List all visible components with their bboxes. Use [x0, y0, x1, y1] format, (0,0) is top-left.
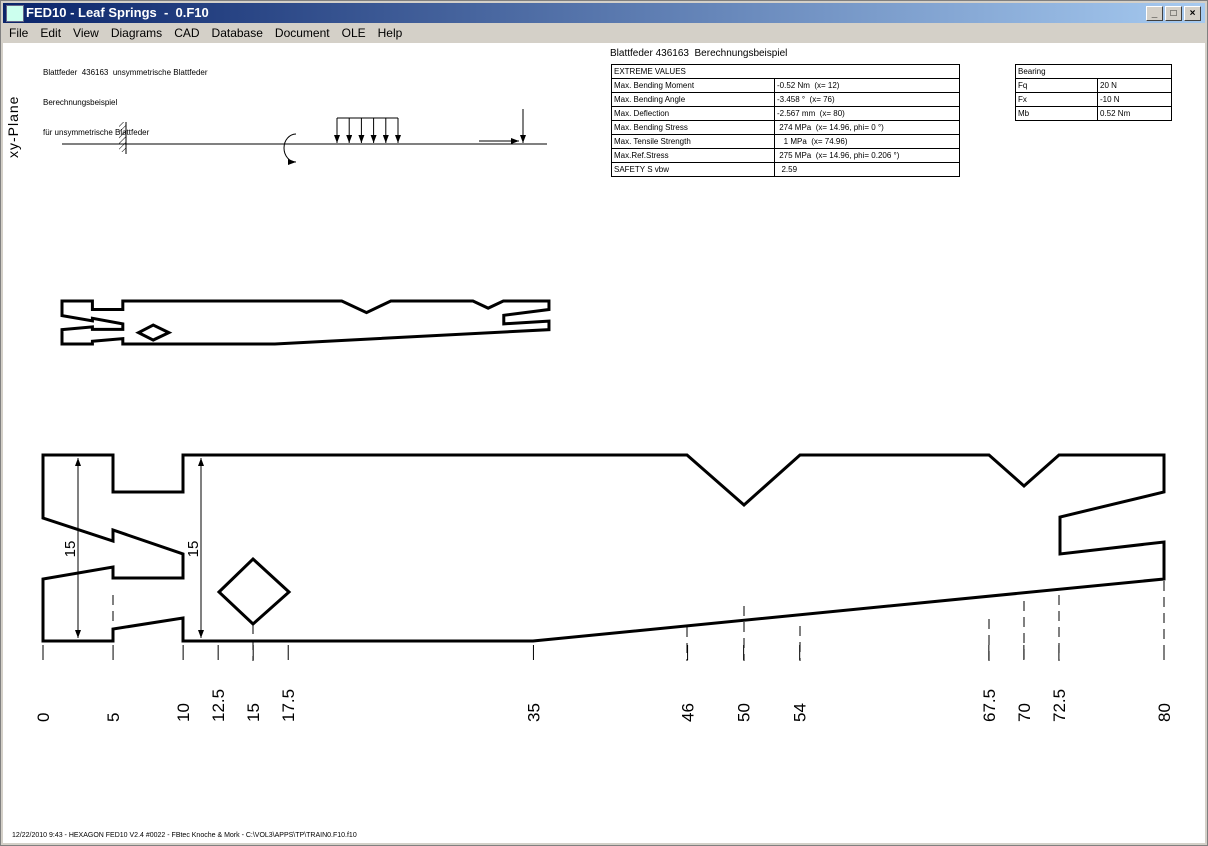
menu-ole[interactable]: OLE — [341, 26, 366, 40]
tick-label: 0 — [34, 713, 53, 722]
extreme-values-table: EXTREME VALUES Max. Bending Moment-0.52 … — [611, 64, 960, 177]
table-heading: Bearing — [1015, 64, 1172, 79]
dimension-label: 15 — [185, 541, 202, 558]
table-row: Max. Bending Angle-3.458 ° (x= 76) — [611, 92, 960, 107]
value-cell: 275 MPa (x= 14.96, phi= 0.206 °) — [774, 148, 960, 163]
moment-arrow-icon — [283, 133, 297, 165]
tick-label: 46 — [679, 703, 698, 722]
x-axis-ticks: 0 5 10 12.5 15 17.5 35 46 50 54 67.5 70 72.5 80 — [34, 645, 1174, 722]
value-cell: 2.59 — [774, 162, 960, 177]
window-title: FED10 - Leaf Springs - 0.F10 — [26, 5, 209, 20]
tick-label: 35 — [524, 703, 543, 722]
label-cell: Fx — [1015, 92, 1098, 107]
header-line: für unsymmetrische Blattfeder — [43, 128, 150, 137]
tick-label: 10 — [174, 703, 193, 722]
drawing-canvas[interactable]: 15 15 0 5 10 12.5 15 17.5 35 46 50 54 67.5 70 72.5 80… — [3, 43, 1205, 843]
spring-drawing: 15 15 0 5 10 12.5 15 17.5 35 46 50 54 67.5 70 72.5 80 — [34, 109, 1174, 722]
label-cell: SAFETY S vbw — [611, 162, 775, 177]
dimension-label: 15 — [62, 541, 79, 558]
load-diagram — [62, 109, 547, 165]
maximize-button[interactable]: □ — [1165, 6, 1182, 21]
table-row: SAFETY S vbw 2.59 — [611, 162, 960, 177]
tick-label: 70 — [1015, 703, 1034, 722]
footer-info: 12/22/2010 9:43 - HEXAGON FED10 V2.4 #00… — [12, 832, 357, 839]
label-cell: Max. Bending Moment — [611, 78, 775, 93]
results-title: Blattfeder 436163 Berechnungsbeispiel — [610, 48, 788, 59]
value-cell: -3.458 ° (x= 76) — [774, 92, 960, 107]
tick-label: 54 — [791, 703, 810, 722]
label-cell: Max. Tensile Strength — [611, 134, 775, 149]
table-row: Fx-10 N — [1015, 92, 1172, 107]
value-cell: -2.567 mm (x= 80) — [774, 106, 960, 121]
value-cell: 1 MPa (x= 74.96) — [774, 134, 960, 149]
tick-label: 17.5 — [279, 689, 298, 722]
tick-label: 80 — [1155, 703, 1174, 722]
table-row: Max.Ref.Stress 275 MPa (x= 14.96, phi= 0… — [611, 148, 960, 163]
fixed-support-icon — [119, 122, 126, 152]
minimize-button[interactable]: _ — [1146, 6, 1163, 21]
menu-edit[interactable]: Edit — [40, 26, 62, 40]
label-cell: Mb — [1015, 106, 1098, 121]
menu-document[interactable]: Document — [274, 26, 330, 40]
drawing-header: Blattfeder 436163 unsymmetrische Blattfe… — [43, 48, 208, 158]
menu-help[interactable]: Help — [377, 26, 403, 40]
label-cell: Max. Bending Stress — [611, 120, 775, 135]
plane-label: xy-Plane — [5, 95, 21, 158]
dimension-left: 15 — [62, 458, 81, 638]
menu-database[interactable]: Database — [211, 26, 263, 40]
table-row: Max. Deflection-2.567 mm (x= 80) — [611, 106, 960, 121]
menu-cad[interactable]: CAD — [174, 26, 200, 40]
distributed-load-icon — [334, 117, 401, 143]
label-cell: Max. Deflection — [611, 106, 775, 121]
table-heading: EXTREME VALUES — [611, 64, 960, 79]
menu-file[interactable]: File — [9, 26, 29, 40]
tick-label: 5 — [104, 713, 123, 722]
label-cell: Max. Bending Angle — [611, 92, 775, 107]
label-cell: Max.Ref.Stress — [611, 148, 775, 163]
value-cell: 274 MPa (x= 14.96, phi= 0 °) — [774, 120, 960, 135]
tick-label: 67.5 — [980, 689, 999, 722]
header-line: Berechnungsbeispiel — [43, 98, 118, 107]
value-cell: 20 N — [1097, 78, 1172, 93]
table-row: Max. Tensile Strength 1 MPa (x= 74.96) — [611, 134, 960, 149]
diamond-hole — [216, 556, 292, 627]
spring-outline-small — [62, 301, 549, 344]
menu-diagrams[interactable]: Diagrams — [110, 26, 163, 40]
app-icon — [6, 5, 24, 22]
tick-label: 15 — [244, 703, 263, 722]
dimension-right: 15 — [185, 458, 204, 638]
tick-label: 12.5 — [209, 689, 228, 722]
menu-bar: File Edit View Diagrams CAD Database Doc… — [3, 24, 1205, 42]
tick-label: 50 — [735, 703, 754, 722]
table-row: Max. Bending Moment-0.52 Nm (x= 12) — [611, 78, 960, 93]
value-cell: 0.52 Nm — [1097, 106, 1172, 121]
tick-label: 72.5 — [1050, 689, 1069, 722]
value-cell: -10 N — [1097, 92, 1172, 107]
spring-outline-large — [41, 453, 1166, 643]
title-bar: FED10 - Leaf Springs - 0.F10 _ □ × — [3, 3, 1205, 23]
header-line: Blattfeder 436163 unsymmetrische Blattfe… — [43, 68, 208, 77]
menu-view[interactable]: View — [73, 26, 99, 40]
table-row: Max. Bending Stress 274 MPa (x= 14.96, p… — [611, 120, 960, 135]
section-markers — [112, 581, 1165, 661]
value-cell: -0.52 Nm (x= 12) — [774, 78, 960, 93]
close-button[interactable]: × — [1184, 6, 1201, 21]
label-cell: Fq — [1015, 78, 1098, 93]
